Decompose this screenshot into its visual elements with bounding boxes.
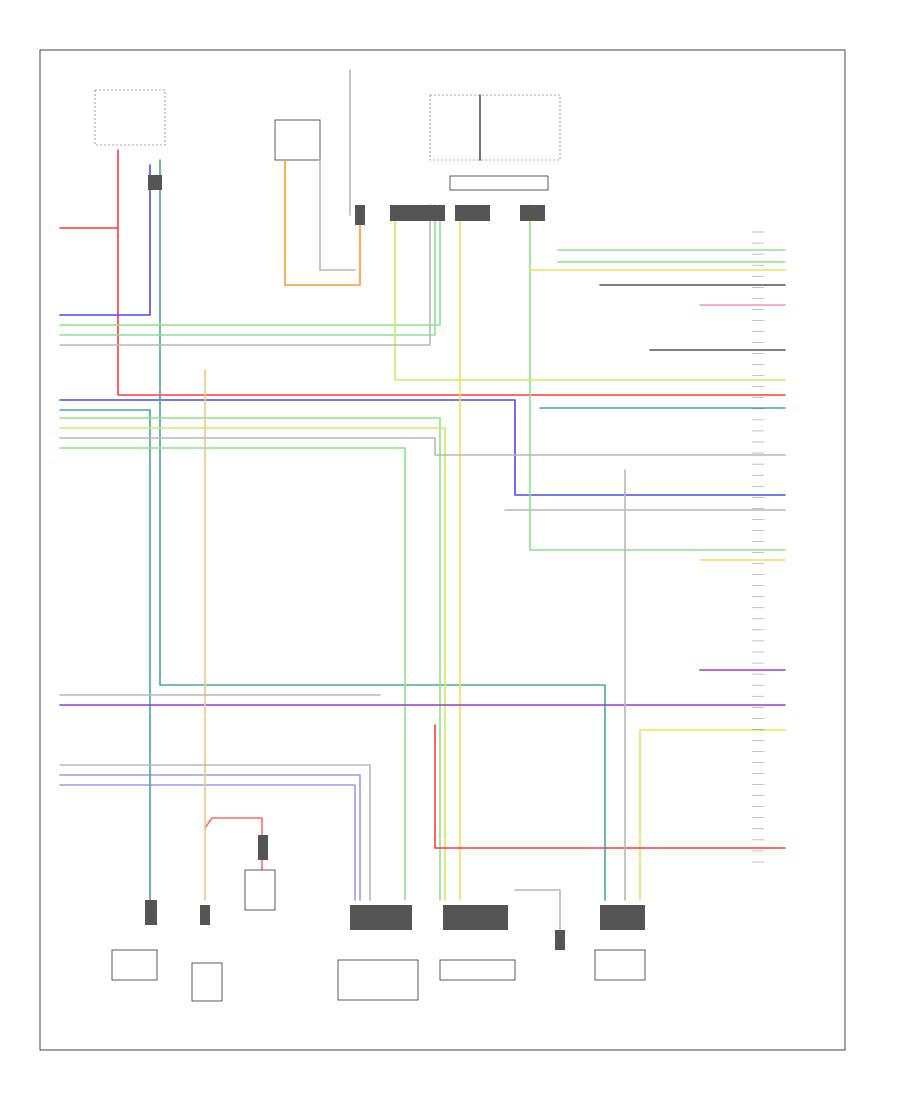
ecm-pin-column: [752, 231, 764, 863]
connector-group-top: [148, 175, 545, 225]
camshaft-sensor-box: [111, 949, 158, 981]
wire-green-4: [59, 447, 406, 901]
wire-gray-2: [59, 437, 786, 456]
fuse-box-left: [94, 89, 166, 146]
throttle-switch-box: [244, 869, 276, 911]
wire-green-right-3: [529, 204, 786, 551]
connector-bottom-camshaft: [145, 900, 157, 925]
wire-green-1: [59, 204, 441, 326]
wire-teal-camshaft: [59, 409, 151, 901]
wire-blue-main: [59, 399, 786, 496]
connector-top-3: [390, 205, 445, 221]
connector-bottom-fpm: [600, 905, 645, 930]
connector-group-bottom: [145, 835, 645, 950]
connector-top-2: [355, 205, 365, 225]
fuel-pump-box: [594, 949, 646, 981]
relay-box-center: [429, 94, 561, 161]
connector-bottom-ftp: [555, 930, 565, 950]
wire-blue-bottom-1: [59, 774, 361, 901]
wire-red-main: [117, 149, 786, 396]
wire-lime-2: [59, 427, 446, 901]
wire-orange: [284, 159, 361, 286]
wire-gray-9: [319, 159, 356, 271]
connector-top-4: [455, 205, 490, 221]
wire-gray-5: [59, 764, 371, 901]
wire-gray-7: [514, 889, 561, 931]
top-components: [94, 89, 561, 191]
auto-trans-switch-box: [274, 119, 321, 161]
mass-airflow-box: [337, 959, 419, 1001]
wire-lime-1: [394, 204, 786, 381]
connector-bottom-knock: [200, 905, 210, 925]
connector-bottom-maf: [350, 905, 412, 930]
wire-blue-top: [59, 164, 151, 316]
connector-bottom-app: [443, 905, 508, 930]
connector-bottom-throttle: [258, 835, 268, 860]
wire-gray-1: [59, 204, 431, 346]
wire-red-bottom: [434, 724, 786, 849]
splice-block: [449, 175, 549, 191]
wire-green-2: [59, 204, 436, 336]
wiring-harness: [59, 69, 786, 931]
accel-pedal-box: [439, 959, 516, 981]
knock-sensor-box: [191, 962, 223, 1002]
wire-teal-main: [159, 159, 606, 901]
diagram-frame: [39, 49, 846, 1051]
connector-top-1: [148, 175, 162, 190]
bottom-components: [111, 869, 646, 1002]
wire-blue-bottom-2: [59, 784, 356, 901]
connector-top-5: [520, 205, 545, 221]
wire-green-3: [59, 417, 441, 901]
